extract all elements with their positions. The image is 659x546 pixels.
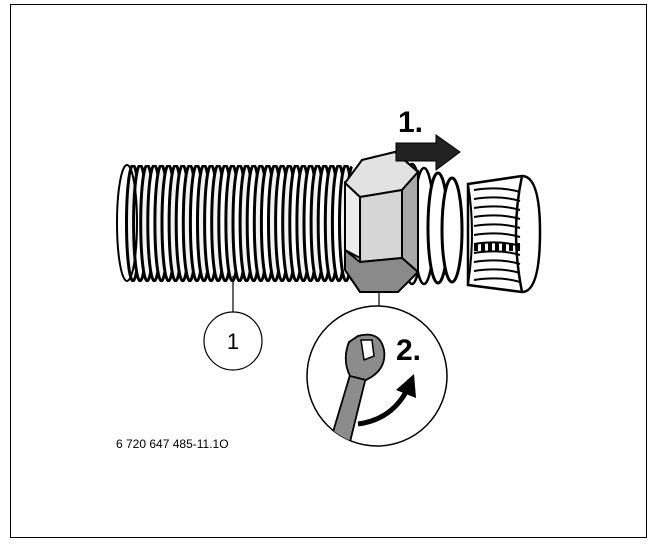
thread-mark (502, 243, 506, 251)
thread-mark (474, 243, 478, 251)
hex-nut (343, 150, 420, 293)
figure-code: 6 720 647 485-11.1O (116, 437, 229, 451)
thread-line (473, 196, 521, 202)
thread-line (473, 277, 521, 283)
thread-mark (509, 243, 513, 251)
curved-arrow-icon (357, 374, 416, 427)
step-2-label: 2. (396, 334, 421, 367)
thread-line (473, 187, 521, 193)
thread-mark (481, 243, 485, 251)
threaded-connection (466, 174, 542, 294)
figure-frame (10, 4, 647, 538)
thread-mark (516, 243, 520, 251)
callout-number: 1 (227, 329, 239, 354)
thread-mark (488, 243, 492, 251)
step-1-label: 1. (398, 106, 423, 139)
corrugated-hose (116, 164, 354, 282)
wrench-detail: 2. (306, 292, 448, 447)
hose-callout: 1 (203, 276, 263, 371)
arrow-right-icon (395, 134, 461, 171)
thread-line (473, 268, 521, 274)
wrench-icon (328, 333, 386, 446)
thread-mark (495, 243, 499, 251)
hose-ribs (125, 165, 354, 282)
